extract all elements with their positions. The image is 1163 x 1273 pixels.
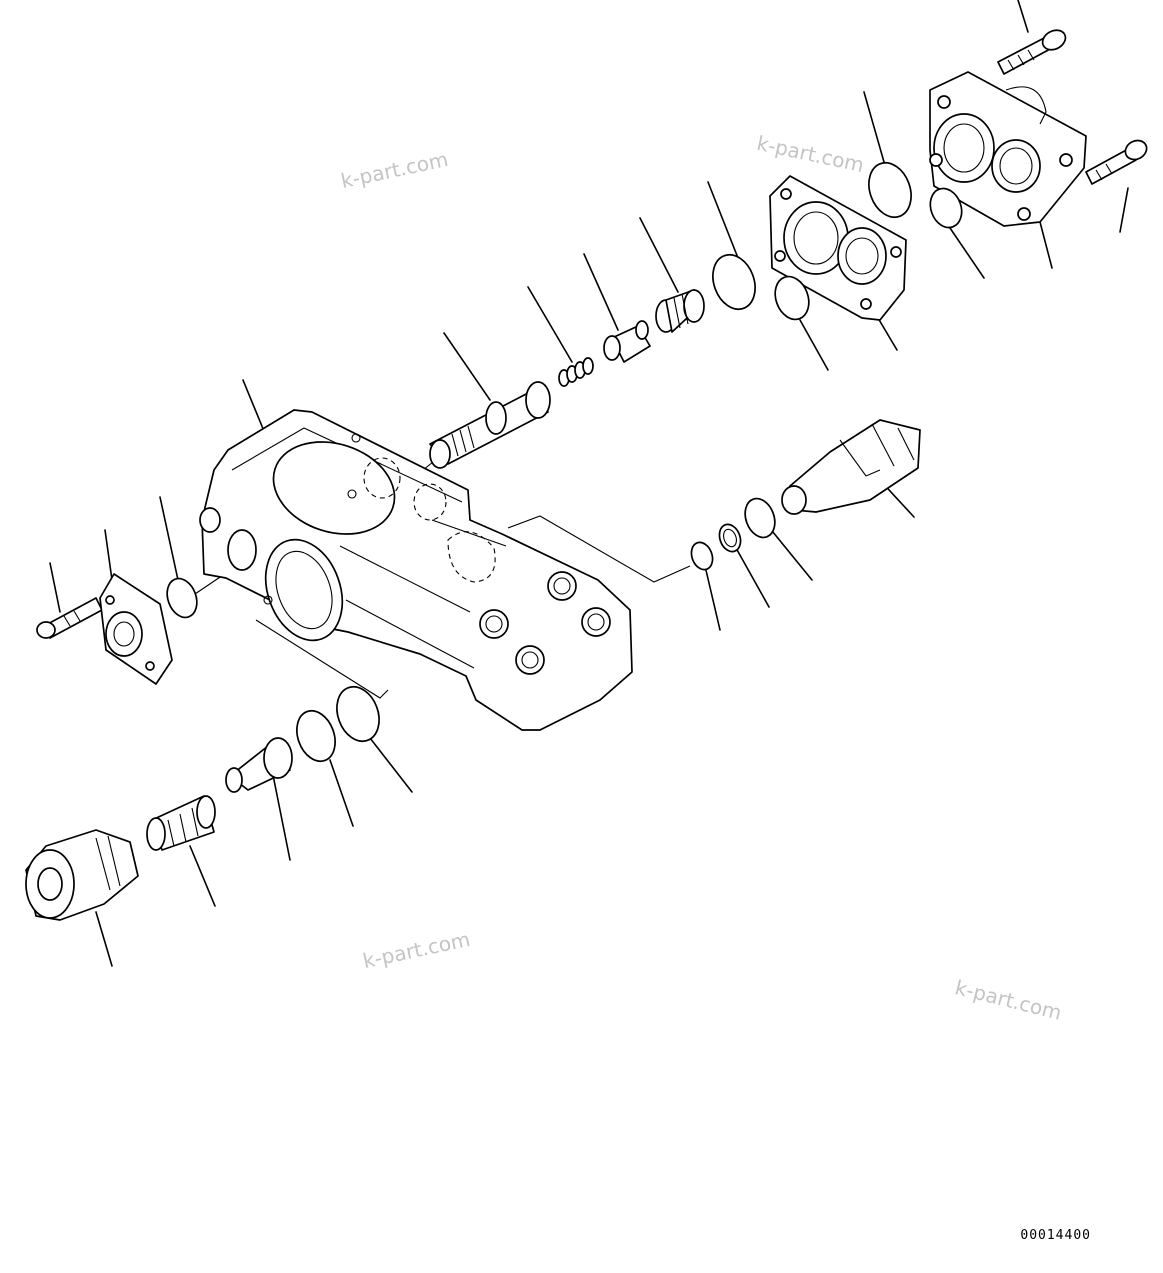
spring-upper xyxy=(655,289,705,333)
flange-left xyxy=(99,573,173,685)
valve-body xyxy=(199,409,633,731)
o-rings-middle xyxy=(712,253,810,321)
solenoid-valve xyxy=(781,419,921,515)
gasket-plate xyxy=(769,175,907,321)
bolt-top xyxy=(997,29,1067,75)
spring-lower xyxy=(146,795,216,851)
drawing-code: 00014400 xyxy=(1020,1228,1091,1243)
sleeve-upper xyxy=(603,320,651,363)
o-rings-right-middle xyxy=(690,497,776,571)
small-spring xyxy=(558,357,594,387)
spool-upper xyxy=(429,381,551,469)
bolt-left xyxy=(36,597,103,639)
bolt-right xyxy=(1085,139,1148,185)
flange-cover xyxy=(929,71,1087,227)
poppet-lower xyxy=(225,737,293,793)
o-ring-upper-pair xyxy=(868,161,963,229)
plug-cap xyxy=(25,829,139,921)
o-rings-lower xyxy=(296,685,380,763)
o-ring-left xyxy=(166,577,198,619)
leader-lines xyxy=(49,0,1129,967)
